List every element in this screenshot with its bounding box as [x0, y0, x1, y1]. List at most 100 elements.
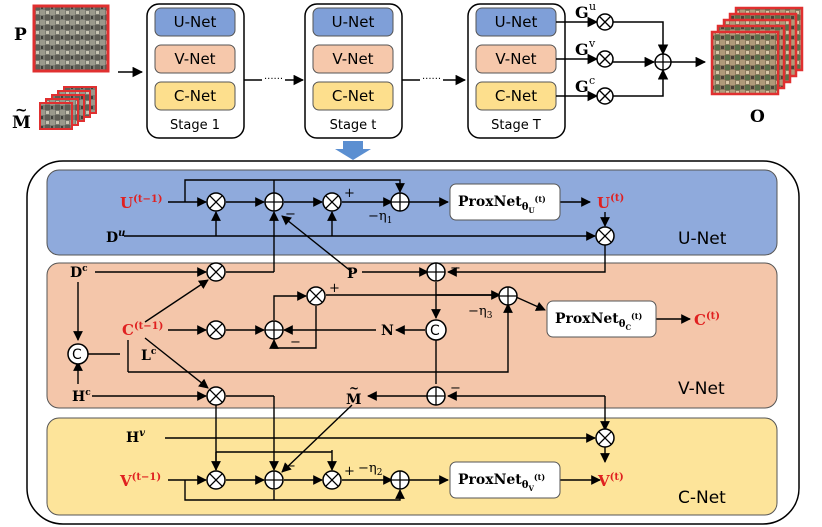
svg-text:+: +	[344, 464, 355, 479]
stage-1: U-Net V-Net C-Net Stage 1	[146, 3, 245, 139]
operator-nodes	[67, 192, 615, 490]
o-label: O	[750, 107, 765, 127]
c-mul-1-icon	[206, 470, 226, 490]
u-mul-1-icon	[206, 192, 226, 212]
c-cur-label: C(t)	[694, 311, 720, 329]
stage-1-cnet-block	[154, 81, 236, 111]
g-c-base: G	[575, 77, 589, 96]
c-mul-2-icon	[322, 470, 342, 490]
m-label: M	[12, 113, 31, 133]
g-v-multiply-icon	[596, 50, 614, 68]
svg-text:+: +	[344, 186, 355, 201]
m-node-label: M	[346, 392, 362, 408]
stage-1-cnet-label: C-Net	[174, 87, 216, 105]
v-add-eta-icon	[498, 286, 518, 306]
u-prev-label: U(t−1)	[120, 194, 163, 212]
stage-t-unet-label: U-Net	[332, 13, 375, 31]
stage-T-cnet-label: C-Net	[495, 87, 537, 105]
stage-1-vnet-label: V-Net	[174, 50, 215, 68]
ms-image-stack	[39, 86, 97, 130]
u-add-2-icon	[390, 192, 410, 212]
v-prev-label: V(t−1)	[119, 472, 161, 490]
stage-T-label: Stage T	[491, 118, 541, 133]
unet-panel	[46, 169, 778, 256]
svg-text:−: −	[290, 335, 301, 350]
stage-1-vnet-block	[154, 44, 236, 74]
p-node-label: P	[347, 266, 358, 282]
d-u-label: Du	[106, 228, 125, 246]
v-add-p-icon	[426, 262, 446, 282]
u-add-1-icon	[264, 192, 284, 212]
v-cur-label: V(t)	[597, 472, 624, 490]
l-c-label: Lc	[141, 347, 157, 364]
stage-t-label: Stage t	[330, 118, 377, 133]
svg-text:ProxNetθC(t): ProxNetθC(t)	[555, 311, 642, 332]
stage-1-label: Stage 1	[170, 118, 220, 133]
u-mul-2-icon	[322, 192, 342, 212]
v-mul-3-icon	[206, 320, 226, 340]
m-node-accent: ~	[349, 381, 359, 395]
vnet-panel	[46, 262, 778, 409]
h-v-label: Hv	[126, 428, 145, 446]
svg-text:ProxNetθU(t): ProxNetθU(t)	[458, 194, 546, 215]
g-weights: G u G v G c	[556, 0, 707, 105]
g-c-multiply-icon	[596, 87, 614, 105]
eta-2-label: −η2	[358, 461, 382, 478]
g-v-sup: v	[588, 37, 596, 50]
dots-2: ······	[422, 74, 441, 85]
u-mul-out-icon	[595, 226, 615, 246]
u-cur-label: U(t)	[597, 193, 624, 212]
cnet-panel-title: C-Net	[678, 488, 726, 508]
concat-right-icon	[425, 319, 447, 341]
c-prev-label: C(t−1)	[122, 321, 163, 339]
stage-t-cnet-label: C-Net	[332, 87, 374, 105]
svg-text:−: −	[450, 381, 461, 396]
detail-panel: U-Net V-Net C-Net	[26, 160, 800, 525]
g-v-base: G	[575, 40, 589, 59]
c-add-2-icon	[390, 470, 410, 490]
dots-1: ······	[264, 74, 283, 85]
pan-image-p	[32, 4, 110, 73]
top-pipeline: P ~ M U-Net V-Net C-Net Stage 1 ······	[12, 0, 804, 160]
stage-t-cnet-block	[312, 81, 394, 111]
stage-t-vnet-label: V-Net	[332, 50, 373, 68]
g-c-sup: c	[589, 74, 595, 87]
proxnet-u: ProxNetθU(t)	[449, 183, 561, 221]
concat-left-label: C	[72, 347, 82, 363]
v-add-n-icon	[264, 320, 284, 340]
v-mul-2-icon	[306, 286, 326, 306]
cnet-connections	[165, 396, 610, 501]
c-mul-hv-icon	[595, 428, 615, 448]
g-u-multiply-icon	[596, 13, 614, 31]
concat-left-icon	[67, 343, 89, 365]
stage-T: U-Net V-Net C-Net Stage T	[467, 3, 566, 139]
d-c-label: Dc	[70, 264, 88, 281]
stage-T-unet-label: U-Net	[495, 13, 538, 31]
sum-plus-icon	[654, 53, 672, 71]
g-u-base: G	[575, 3, 589, 22]
v-mul-4-icon	[206, 386, 226, 406]
p-label: P	[14, 25, 27, 45]
svg-text:+: +	[329, 281, 340, 296]
stage-T-vnet-label: V-Net	[495, 50, 536, 68]
svg-text:−: −	[450, 261, 461, 276]
svg-text:−: −	[285, 207, 296, 222]
stage-t-unet-block	[312, 7, 394, 37]
variable-labels: U(t−1) U(t) Du Dc P C(t−1) C(t) N Lc Hc …	[70, 193, 720, 490]
proxnet-v: ProxNetθV(t)	[449, 461, 561, 499]
expand-arrow	[335, 141, 371, 160]
v-add-m-icon	[426, 386, 446, 406]
unet-connections	[124, 179, 610, 241]
g-u-sup: u	[589, 0, 596, 13]
n-node-label: N	[381, 323, 394, 339]
unet-panel-title: U-Net	[678, 229, 727, 249]
h-c-label: Hc	[72, 388, 91, 405]
signs: − + −η1 − + −η3 − − − + −η2	[285, 186, 493, 479]
svg-text:−: −	[285, 459, 296, 474]
stage-t-vnet-block	[312, 44, 394, 74]
m-accent: ~	[15, 101, 28, 119]
stage-t: U-Net V-Net C-Net Stage t	[304, 3, 403, 139]
stage-1-unet-block	[154, 7, 236, 37]
